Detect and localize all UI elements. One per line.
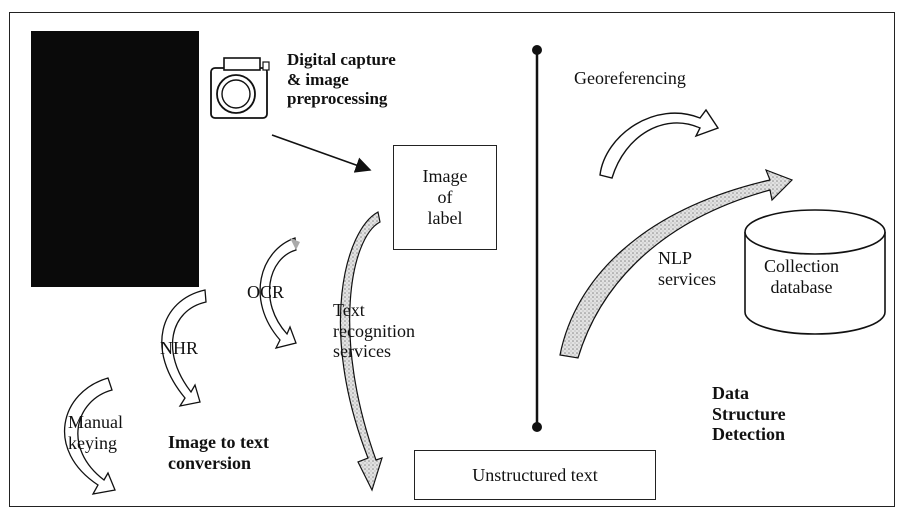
diagram-frame — [9, 12, 895, 507]
collection-database-label: Collection database — [764, 256, 839, 297]
data-structure-detection-label: Data Structure Detection — [712, 383, 786, 445]
text-recognition-label: Text recognition services — [333, 300, 415, 362]
nhr-label: NHR — [160, 338, 199, 358]
capture-label: Digital capture & image preprocessing — [287, 50, 396, 109]
ocr-label: OCR — [247, 282, 285, 302]
image-to-text-label: Image to text conversion — [168, 432, 269, 473]
image-of-label-box: Image of label — [393, 145, 497, 250]
unstructured-text-box: Unstructured text — [414, 450, 656, 500]
georeferencing-label: Georeferencing — [574, 68, 686, 88]
manual-keying-label: Manual keying — [68, 412, 123, 453]
specimen-photo — [31, 31, 199, 287]
nlp-services-label: NLP services — [658, 248, 716, 289]
